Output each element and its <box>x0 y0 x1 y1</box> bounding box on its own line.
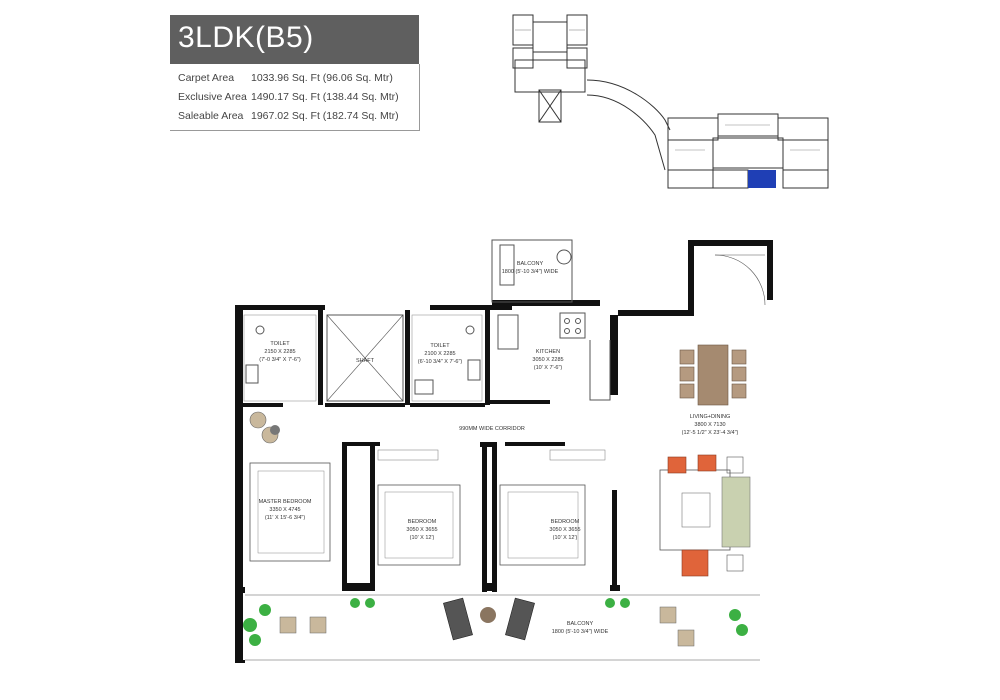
area-value: 1033.96 Sq. Ft (96.06 Sq. Mtr) <box>251 72 393 84</box>
area-row-exclusive: Exclusive Area 1490.17 Sq. Ft (138.44 Sq.… <box>178 91 399 103</box>
room-imperial: (10' X 7'-6") <box>534 365 563 371</box>
floor-plan: BALCONY 1800 (5'-10 3/4") WIDE TOILET 21… <box>235 239 773 663</box>
plants <box>243 598 748 646</box>
area-label: Carpet Area <box>178 72 235 84</box>
room-name: BEDROOM <box>551 519 580 525</box>
keyplan-block <box>667 139 714 171</box>
room-name: BALCONY <box>567 621 594 627</box>
keyplan-bridge <box>586 79 671 131</box>
room-imperial: (12'-5 1/2" X 23'-4 3/4") <box>682 430 739 436</box>
shower-icon <box>467 359 481 381</box>
room-name: 990MM WIDE CORRIDOR <box>459 426 525 432</box>
toilet1-outline <box>243 314 317 402</box>
room-imperial: (10' X 12') <box>553 535 578 541</box>
room-name: BEDROOM <box>408 519 437 525</box>
area-row-saleable: Saleable Area 1967.02 Sq. Ft (182.74 Sq. … <box>178 110 399 122</box>
toilet2-outline <box>411 314 483 402</box>
hob-icon <box>559 312 586 339</box>
keyplan-block <box>712 169 749 189</box>
area-table: Carpet Area 1033.96 Sq. Ft (96.06 Sq. Mtr… <box>170 64 420 131</box>
area-label: Exclusive Area <box>178 91 247 103</box>
room-name: SHAFT <box>356 358 375 364</box>
room-dims: 3050 X 2285 <box>532 357 563 363</box>
area-value: 1490.17 Sq. Ft (138.44 Sq. Mtr) <box>251 91 399 103</box>
area-label: Saleable Area <box>178 110 244 122</box>
keyplan-block <box>514 59 586 93</box>
room-name: LIVING+DINING <box>690 414 731 420</box>
keyplan-block <box>512 47 534 69</box>
sink-icon <box>255 325 265 335</box>
sink-icon <box>465 325 475 335</box>
keyplan-lift <box>538 89 562 123</box>
room-dims: 2100 X 2285 <box>424 351 455 357</box>
keyplan-block <box>566 47 588 69</box>
shaft-outline <box>326 314 404 402</box>
room-imperial: (6'-10 3/4" X 7'-6") <box>418 359 463 365</box>
room-dims: 3050 X 3655 <box>549 527 580 533</box>
entry-door-swing <box>714 254 766 306</box>
fridge-icon <box>497 314 519 350</box>
area-row-carpet: Carpet Area 1033.96 Sq. Ft (96.06 Sq. Mtr… <box>178 72 393 84</box>
key-plan <box>512 14 829 189</box>
master-bed <box>249 462 331 562</box>
room-name: MASTER BEDROOM <box>259 499 312 505</box>
sofa-set <box>659 454 751 577</box>
room-name: BALCONY <box>517 261 544 267</box>
room-dims: 3350 X 4745 <box>269 507 300 513</box>
room-imperial: (11' X 15'-6 3/4") <box>265 515 306 521</box>
keyplan-highlight-unit <box>748 170 776 188</box>
top-balcony-outline <box>491 239 573 303</box>
bedroom1-bed <box>377 449 461 566</box>
area-value: 1967.02 Sq. Ft (182.74 Sq. Mtr) <box>251 110 399 122</box>
keyplan-bridge <box>586 94 666 171</box>
keyplan-block <box>667 169 714 189</box>
washing-area <box>499 244 515 286</box>
room-dims: 2150 X 2285 <box>264 349 295 355</box>
lounge-chairs <box>249 411 280 444</box>
room-dims: 1800 (5'-10 3/4") WIDE <box>502 269 559 275</box>
balcony-furniture <box>279 597 695 647</box>
dining-table <box>679 344 747 406</box>
washer-icon <box>556 249 572 265</box>
room-dims: 3800 X 7130 <box>694 422 725 428</box>
room-name: TOILET <box>270 341 290 347</box>
walls <box>235 240 773 663</box>
room-dims: 1800 (5'-10 3/4") WIDE <box>552 629 609 635</box>
unit-title: 3LDK(B5) <box>178 21 314 54</box>
keyplan-core <box>712 137 784 169</box>
keyplan-block <box>777 117 829 141</box>
room-dims: 3050 X 3655 <box>406 527 437 533</box>
keyplan-block <box>782 169 829 189</box>
room-name: TOILET <box>430 343 450 349</box>
wc-icon <box>414 379 434 395</box>
keyplan-block <box>667 117 719 141</box>
room-imperial: (7'-0 3/4" X 7'-6") <box>259 357 301 363</box>
kitchen-counter <box>589 340 611 401</box>
unit-title-box: 3LDK(B5) <box>170 15 419 64</box>
room-name: KITCHEN <box>536 349 560 355</box>
room-imperial: (10' X 12') <box>410 535 435 541</box>
wc-icon <box>245 364 259 384</box>
keyplan-block <box>782 139 829 171</box>
bedroom2-bed <box>499 449 606 566</box>
keyplan-core <box>532 21 568 53</box>
